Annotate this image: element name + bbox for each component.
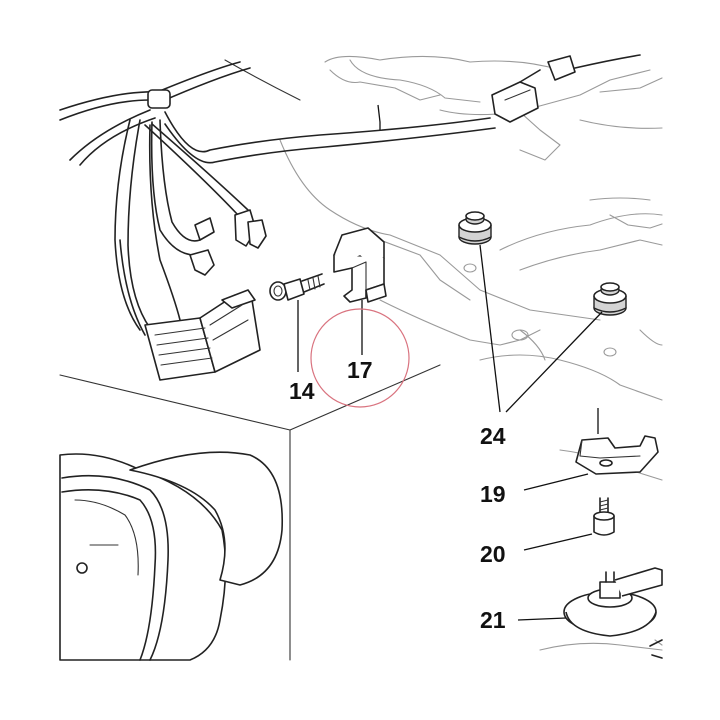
part-24-grommet-upper [458,211,492,245]
part-19-plate [575,435,659,475]
leader-lines [297,104,603,621]
harness-connector [144,289,261,381]
callout-24: 24 [480,423,506,449]
callout-14: 14 [289,378,315,404]
callout-17: 17 [347,357,373,383]
callout-20: 20 [480,541,506,567]
part-20-screw [593,497,615,536]
harness-clamp [147,89,171,109]
part-21-horn [563,567,663,637]
wire-terminals [189,209,267,276]
highlight-circle [310,308,410,408]
part-17-bracket [333,227,387,303]
part-24-grommet-lower [593,282,627,316]
part-14-screw [269,273,325,301]
callout-labels: 14 17 24 19 20 21 [289,357,506,633]
wiring-harness [59,61,496,336]
callout-21: 21 [480,607,506,633]
bottom-right-fragment [649,639,663,659]
callout-19: 19 [480,481,506,507]
top-connector [491,54,641,123]
headlamp-assembly [59,451,284,661]
